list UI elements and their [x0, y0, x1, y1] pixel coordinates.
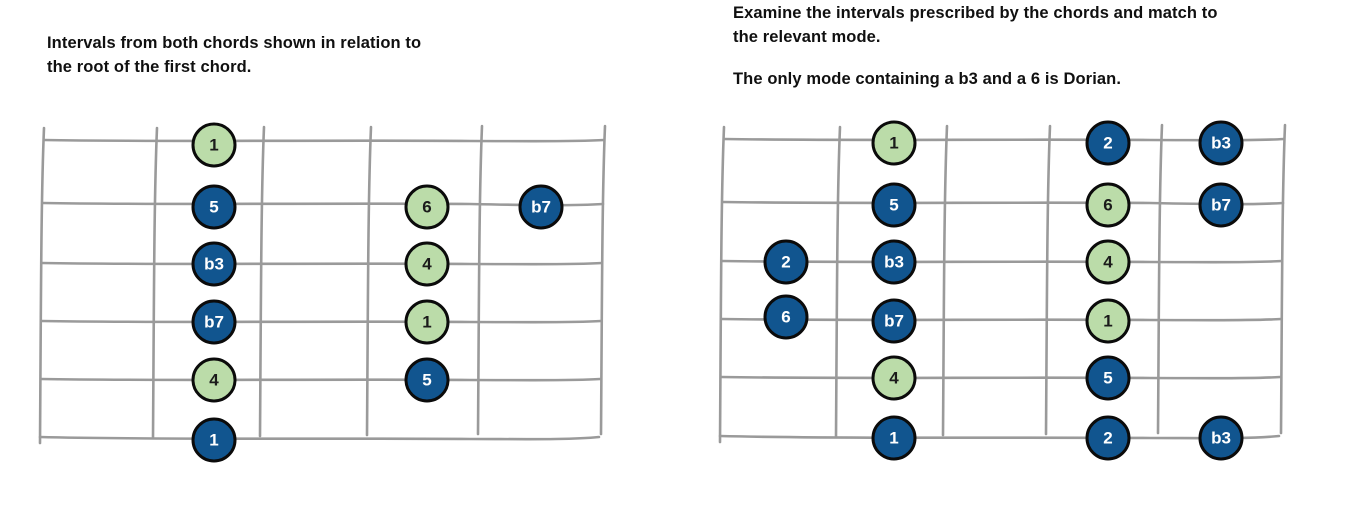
interval-marker-label: 5 — [209, 197, 219, 216]
interval-marker-1[interactable]: 1 — [191, 417, 237, 463]
interval-marker-label: b3 — [1211, 428, 1231, 447]
interval-marker-1[interactable]: 1 — [871, 120, 917, 166]
interval-marker-5[interactable]: 5 — [1085, 355, 1131, 401]
interval-marker-label: b3 — [1211, 133, 1231, 152]
left-strings — [38, 138, 606, 441]
interval-marker-4[interactable]: 4 — [404, 241, 450, 287]
interval-marker-2[interactable]: 2 — [1085, 415, 1131, 461]
interval-marker-label: 1 — [209, 430, 219, 449]
caption-right-primary: Examine the intervals prescribed by the … — [733, 4, 1218, 46]
interval-marker-label: 1 — [889, 133, 899, 152]
caption-right-secondary: The only mode containing a b3 and a 6 is… — [733, 70, 1122, 88]
interval-marker-label: b7 — [204, 312, 224, 331]
interval-marker-b3[interactable]: b3 — [1198, 415, 1244, 461]
interval-marker-label: b7 — [884, 311, 904, 330]
interval-marker-label: 1 — [889, 428, 899, 447]
interval-marker-label: b7 — [1211, 195, 1231, 214]
interval-marker-b7[interactable]: b7 — [871, 298, 917, 344]
interval-marker-label: 6 — [1103, 195, 1113, 214]
interval-marker-label: 6 — [781, 307, 791, 326]
left-frets — [38, 124, 607, 445]
interval-marker-b7[interactable]: b7 — [191, 299, 237, 345]
interval-marker-b7[interactable]: b7 — [1198, 182, 1244, 228]
caption-left: Intervals from both chords shown in rela… — [47, 34, 422, 76]
interval-marker-label: 4 — [1103, 252, 1113, 271]
interval-marker-label: 1 — [422, 312, 432, 331]
interval-marker-label: 2 — [1103, 133, 1113, 152]
interval-marker-6[interactable]: 6 — [404, 184, 450, 230]
interval-marker-b3[interactable]: b3 — [191, 241, 237, 287]
interval-marker-4[interactable]: 4 — [1085, 239, 1131, 285]
interval-marker-4[interactable]: 4 — [191, 357, 237, 403]
right-frets — [718, 123, 1287, 444]
interval-marker-label: 6 — [422, 197, 432, 216]
interval-marker-5[interactable]: 5 — [191, 184, 237, 230]
interval-marker-5[interactable]: 5 — [404, 357, 450, 403]
interval-marker-label: b7 — [531, 197, 551, 216]
interval-marker-label: 5 — [889, 195, 899, 214]
interval-marker-b3[interactable]: b3 — [871, 239, 917, 285]
interval-marker-label: 1 — [1103, 311, 1113, 330]
interval-marker-label: 2 — [1103, 428, 1113, 447]
interval-marker-b7[interactable]: b7 — [518, 184, 564, 230]
interval-marker-1[interactable]: 1 — [871, 415, 917, 461]
interval-marker-1[interactable]: 1 — [191, 122, 237, 168]
interval-marker-2[interactable]: 2 — [763, 239, 809, 285]
right-strings — [718, 137, 1286, 440]
interval-marker-label: b3 — [204, 254, 224, 273]
interval-marker-label: 4 — [422, 254, 432, 273]
interval-marker-label: 4 — [209, 370, 219, 389]
interval-marker-1[interactable]: 1 — [404, 299, 450, 345]
interval-marker-label: 5 — [1103, 368, 1113, 387]
interval-marker-label: 2 — [781, 252, 791, 271]
interval-marker-label: 4 — [889, 368, 899, 387]
interval-marker-label: b3 — [884, 252, 904, 271]
interval-marker-1[interactable]: 1 — [1085, 298, 1131, 344]
interval-marker-2[interactable]: 2 — [1085, 120, 1131, 166]
interval-marker-label: 1 — [209, 135, 219, 154]
interval-marker-label: 5 — [422, 370, 432, 389]
interval-marker-b3[interactable]: b3 — [1198, 120, 1244, 166]
interval-marker-6[interactable]: 6 — [1085, 182, 1131, 228]
interval-marker-5[interactable]: 5 — [871, 182, 917, 228]
interval-marker-4[interactable]: 4 — [871, 355, 917, 401]
interval-marker-6[interactable]: 6 — [763, 294, 809, 340]
